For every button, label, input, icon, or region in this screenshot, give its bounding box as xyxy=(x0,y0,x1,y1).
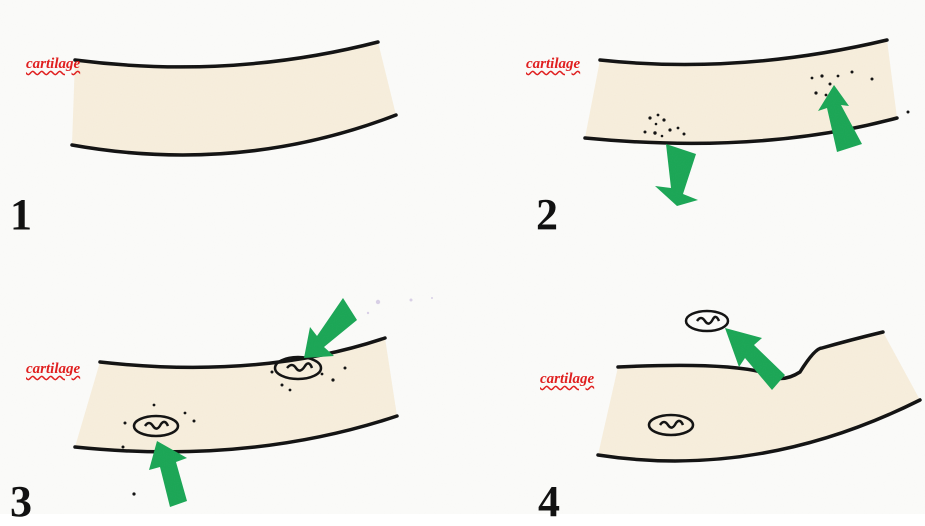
diagram-drawing xyxy=(0,0,925,514)
panel-number-3: 3 xyxy=(10,480,32,524)
diagram-canvas: cartilage 1 cartilage 2 cartilage 3 cart… xyxy=(0,0,925,514)
paper-texture xyxy=(0,0,925,514)
panel-number-2: 2 xyxy=(536,193,558,237)
panel-number-1: 1 xyxy=(10,193,32,237)
cartilage-label-panel-3: cartilage xyxy=(26,362,80,377)
cartilage-label-panel-1: cartilage xyxy=(26,57,80,72)
cartilage-label-panel-2: cartilage xyxy=(526,57,580,72)
cartilage-label-panel-4: cartilage xyxy=(540,372,594,387)
panel-number-4: 4 xyxy=(538,480,560,524)
